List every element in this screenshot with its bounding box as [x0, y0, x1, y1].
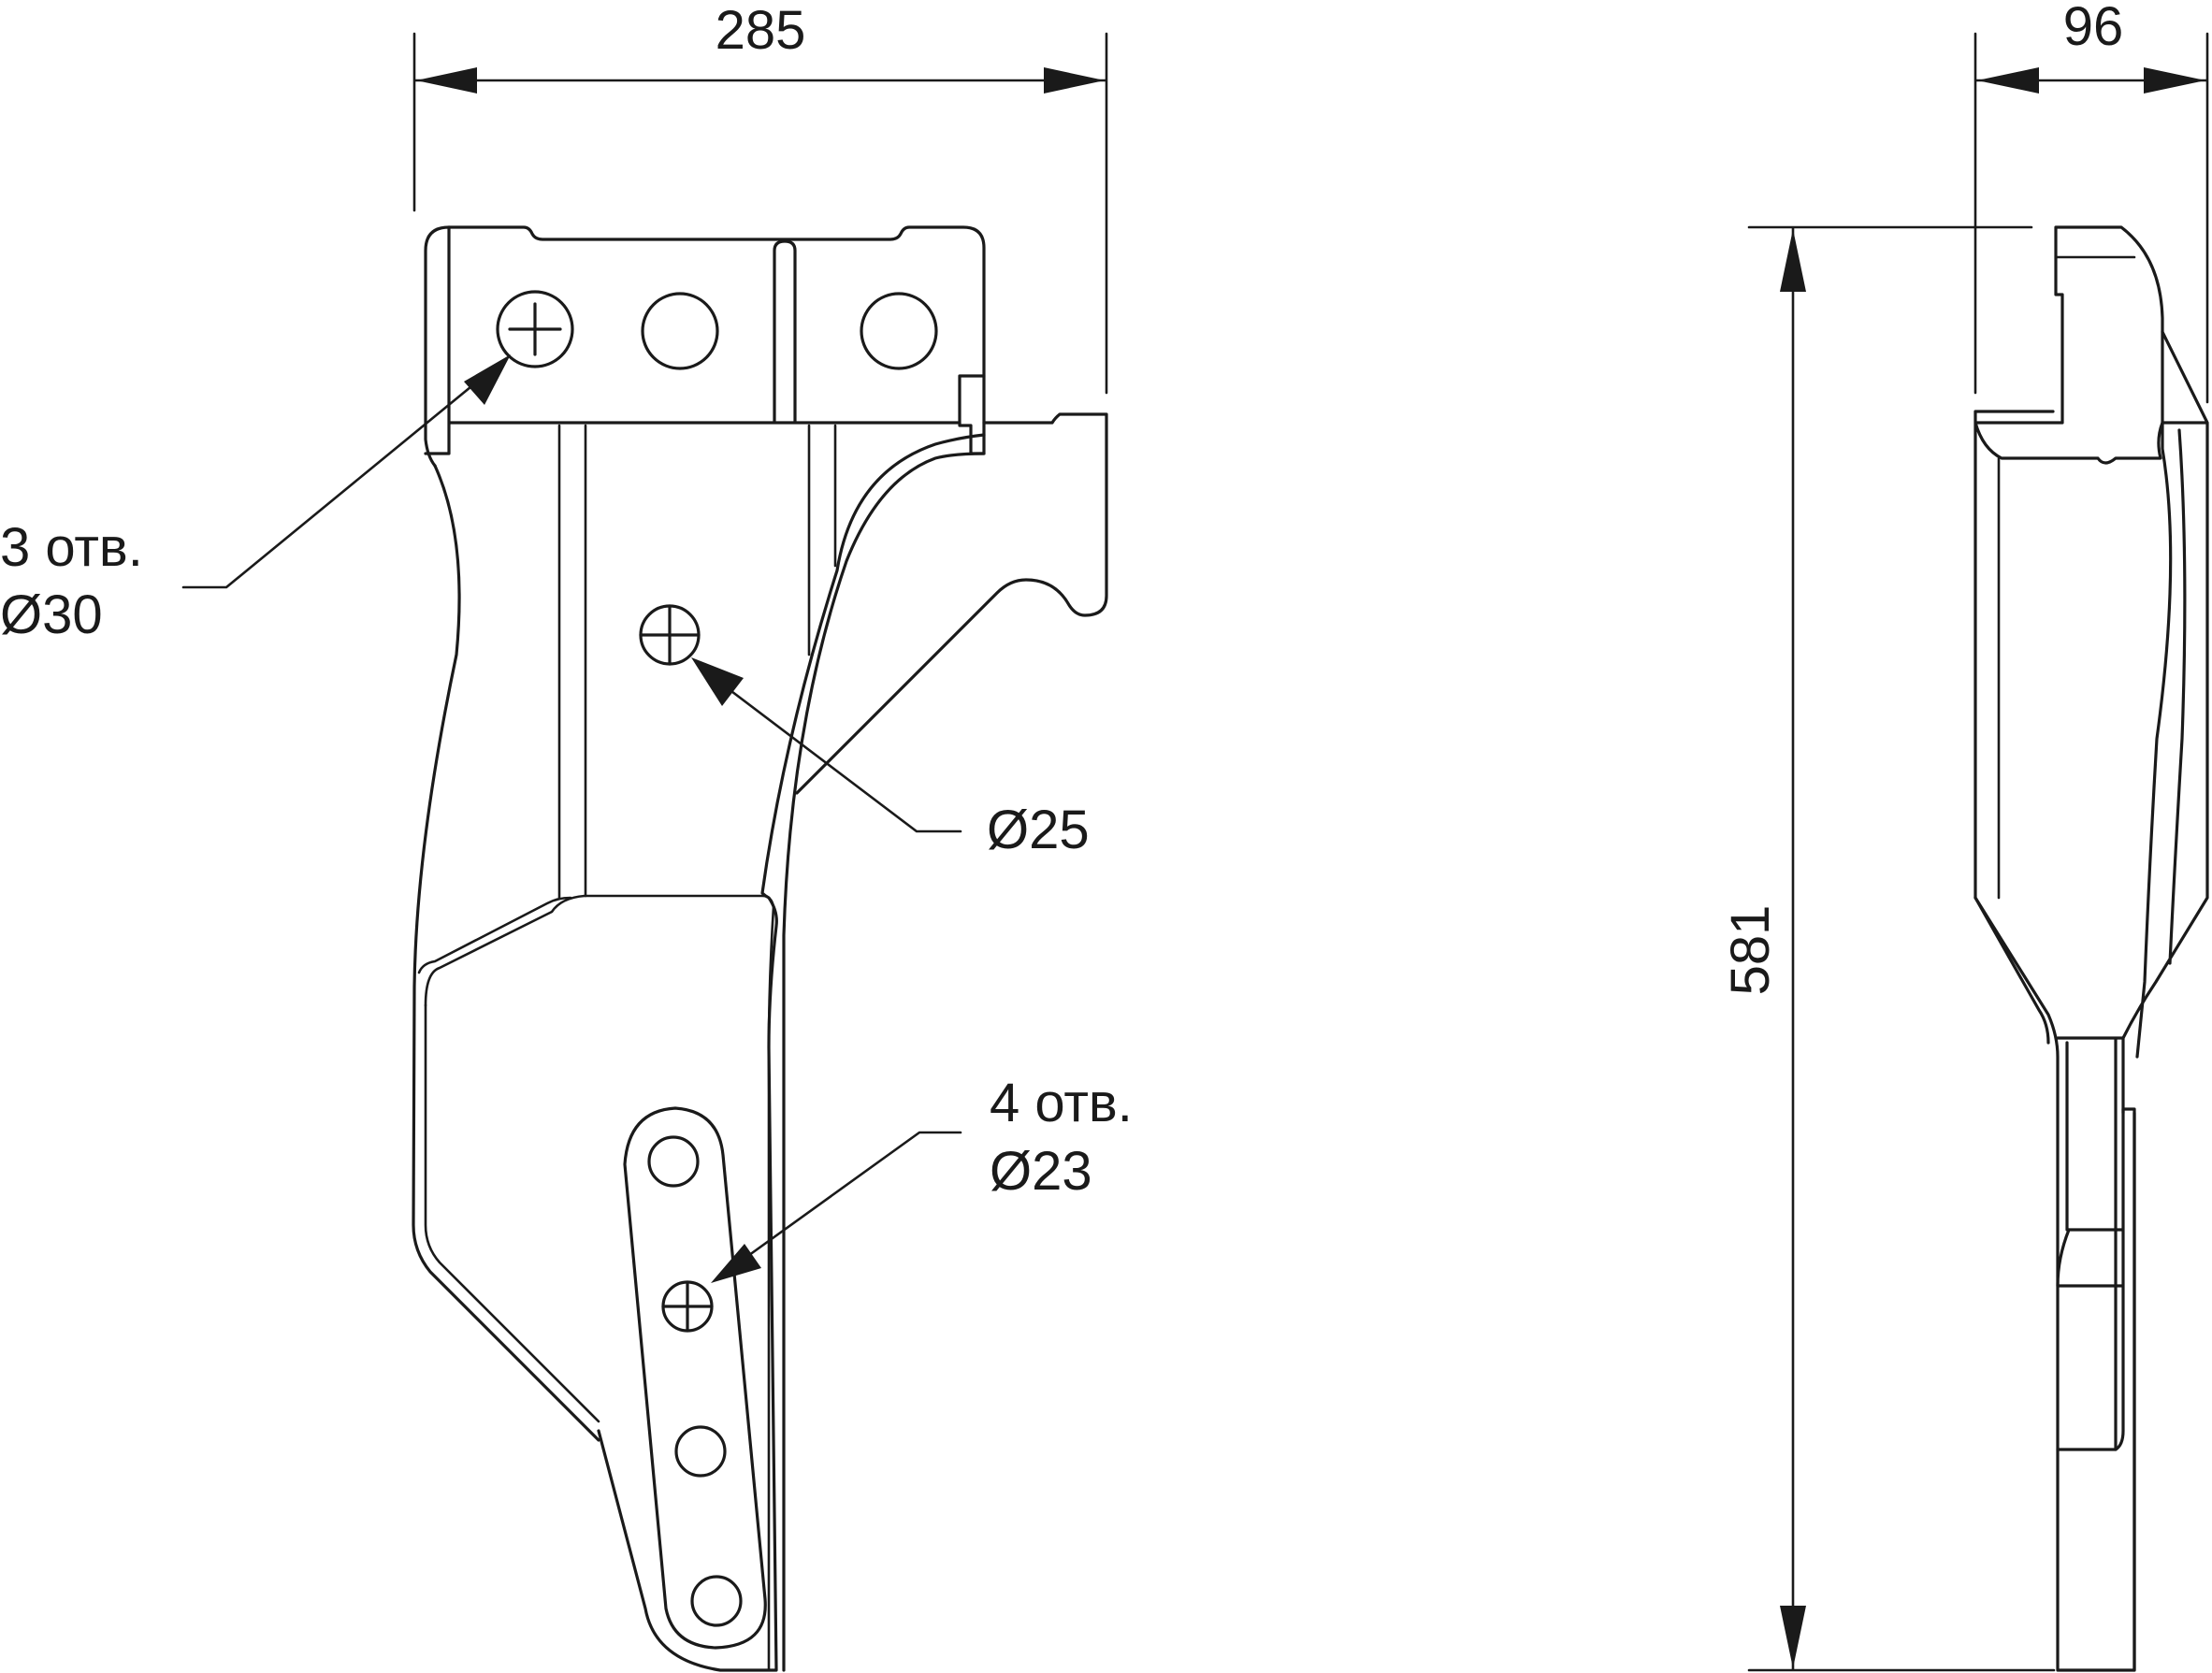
callout-holes-30-count: 3 отв. [0, 517, 143, 578]
callout-holes-23-diameter: Ø23 [990, 1141, 1092, 1202]
front-arm-left-inner [424, 894, 775, 1672]
hole-30-3 [860, 292, 938, 370]
callout-holes-30-diameter: Ø30 [0, 584, 103, 645]
dimension-width: 285 [412, 0, 1108, 395]
side-right-outline [2121, 330, 2209, 1115]
callout-hole-25-diameter: Ø25 [987, 800, 1090, 860]
callout-hole-25: Ø25 [691, 657, 1090, 860]
callout-holes-23-count: 4 отв. [990, 1073, 1133, 1133]
front-view [412, 225, 1108, 1672]
front-link-plate [623, 1106, 767, 1650]
front-plate-inner-edges [424, 225, 1108, 795]
side-top-inner [1997, 255, 2136, 900]
hole-23-2-center-mark [661, 1280, 714, 1333]
hole-23-3 [674, 1425, 727, 1478]
hole-30-1-center-mark [508, 302, 562, 356]
dimension-depth: 96 [1973, 0, 2209, 404]
dimension-width-label: 285 [716, 0, 806, 61]
side-view [1973, 225, 2209, 1672]
front-arm-left-inner-2 [417, 896, 600, 1423]
side-outline [1973, 225, 2164, 1672]
hole-30-2 [641, 292, 719, 370]
front-arm-curve-outer [597, 433, 986, 1672]
hole-25-center-mark [639, 604, 701, 666]
side-lower [2056, 1107, 2136, 1672]
dimension-depth-label: 96 [2063, 0, 2124, 57]
dimension-height-label: 581 [1720, 905, 1781, 996]
hole-23-1 [647, 1135, 700, 1188]
front-arm-left-profile [412, 464, 600, 1442]
side-waist [1973, 896, 2125, 1451]
front-rib [557, 424, 837, 900]
front-arm-curve-inner [782, 452, 986, 1672]
dimension-height: 581 [1720, 225, 2056, 1672]
front-plate-outline [424, 225, 986, 468]
hole-23-4 [690, 1575, 743, 1627]
callout-holes-23: 4 отв. Ø23 [711, 1073, 1133, 1283]
callout-holes-30: 3 отв. Ø30 [0, 354, 511, 645]
